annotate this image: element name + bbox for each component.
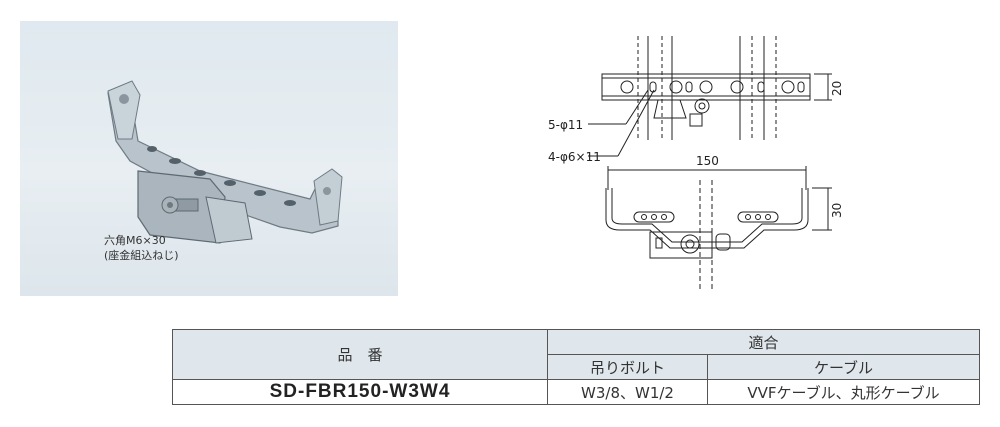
- caption-bolt-size: 六角M6×30: [104, 234, 166, 247]
- label-slot-holes: 4-φ6×11: [548, 150, 601, 164]
- label-large-holes: 5-φ11: [548, 118, 584, 132]
- table-row: SD-FBR150-W3W4 W3/8、W1/2 VVFケーブル、丸形ケーブル: [172, 379, 981, 405]
- cable-type-cell: VVFケーブル、丸形ケーブル: [706, 379, 981, 405]
- product-photo: 六角M6×30 (座金組込ねじ): [20, 21, 398, 296]
- bolt-size-cell: W3/8、W1/2: [547, 379, 708, 405]
- header-cable: ケーブル: [706, 354, 981, 380]
- header-model-number: 品 番: [172, 329, 548, 380]
- header-hanging-bolt: 吊りボルト: [547, 354, 708, 380]
- photo-caption: 六角M6×30 (座金組込ねじ): [104, 233, 179, 263]
- model-number-cell: SD-FBR150-W3W4: [172, 379, 548, 405]
- dimension-top-height: 20: [830, 80, 844, 96]
- bracket-photo-illustration: [107, 80, 343, 244]
- caption-washer-note: (座金組込ねじ): [104, 249, 179, 262]
- technical-drawing: 5-φ11 4-φ6×11 150 20 30: [530, 30, 870, 300]
- dimension-drawing: [588, 36, 832, 292]
- dimension-side-height: 30: [830, 202, 844, 218]
- dimension-width: 150: [696, 154, 719, 168]
- spec-table: 品 番 適合 吊りボルト ケーブル SD-FBR150-W3W4 W3/8、W1…: [172, 329, 981, 405]
- header-compatible: 適合: [546, 329, 981, 355]
